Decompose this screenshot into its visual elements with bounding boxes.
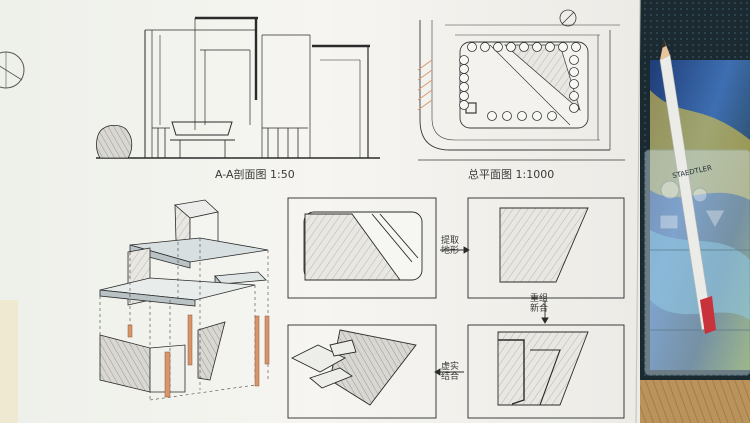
tree-symbol — [502, 111, 512, 121]
tree-symbol — [569, 67, 579, 77]
step-extract-line1: 提取 — [441, 236, 460, 246]
tree-symbol — [545, 42, 555, 52]
site-plan-title: 总平面图 1:1000 — [468, 167, 554, 181]
site-trees — [459, 42, 581, 121]
tree-symbol — [487, 111, 497, 121]
tree-symbol — [467, 42, 477, 52]
step-extract-label: 提取 地形 — [441, 236, 459, 256]
tree-symbol — [532, 42, 542, 52]
step-combine-line2: 结合 — [441, 372, 460, 382]
tree-symbol — [569, 91, 579, 101]
process-diagram — [287, 197, 625, 419]
tree-symbol — [569, 79, 579, 89]
tree-symbol — [532, 111, 542, 121]
tree-symbol — [459, 100, 469, 110]
step-combine-label: 虚实 结合 — [441, 362, 459, 382]
tree-symbol — [459, 64, 469, 74]
tree-symbol — [517, 111, 527, 121]
tree-symbol — [569, 55, 579, 65]
section-title: A-A剖面图 1:50 — [215, 167, 295, 181]
step-regroup-label: 重组 新合 — [530, 294, 548, 314]
tree-symbol — [459, 73, 469, 83]
red-pencil — [659, 40, 716, 334]
wood-columns — [127, 314, 270, 398]
site-plan — [417, 9, 625, 161]
tree-symbol — [547, 111, 557, 121]
tree-symbol — [569, 103, 579, 113]
pencil-case — [640, 0, 750, 380]
tree-symbol — [571, 42, 581, 52]
section-drawing — [96, 16, 380, 159]
step-regroup-line1: 重组 — [530, 294, 549, 304]
tree-symbol — [480, 42, 490, 52]
step-combine-line1: 虚实 — [441, 362, 460, 372]
tree-symbol — [493, 42, 503, 52]
tree-symbol — [459, 55, 469, 65]
tree-symbol — [459, 91, 469, 101]
tree-symbol — [519, 42, 529, 52]
north-arrow-left — [0, 51, 25, 89]
tree-symbol — [506, 42, 516, 52]
step-extract-line2: 地形 — [441, 246, 460, 256]
tree-symbol — [558, 42, 568, 52]
tree-symbol — [459, 82, 469, 92]
step-regroup-line2: 新合 — [530, 304, 549, 314]
